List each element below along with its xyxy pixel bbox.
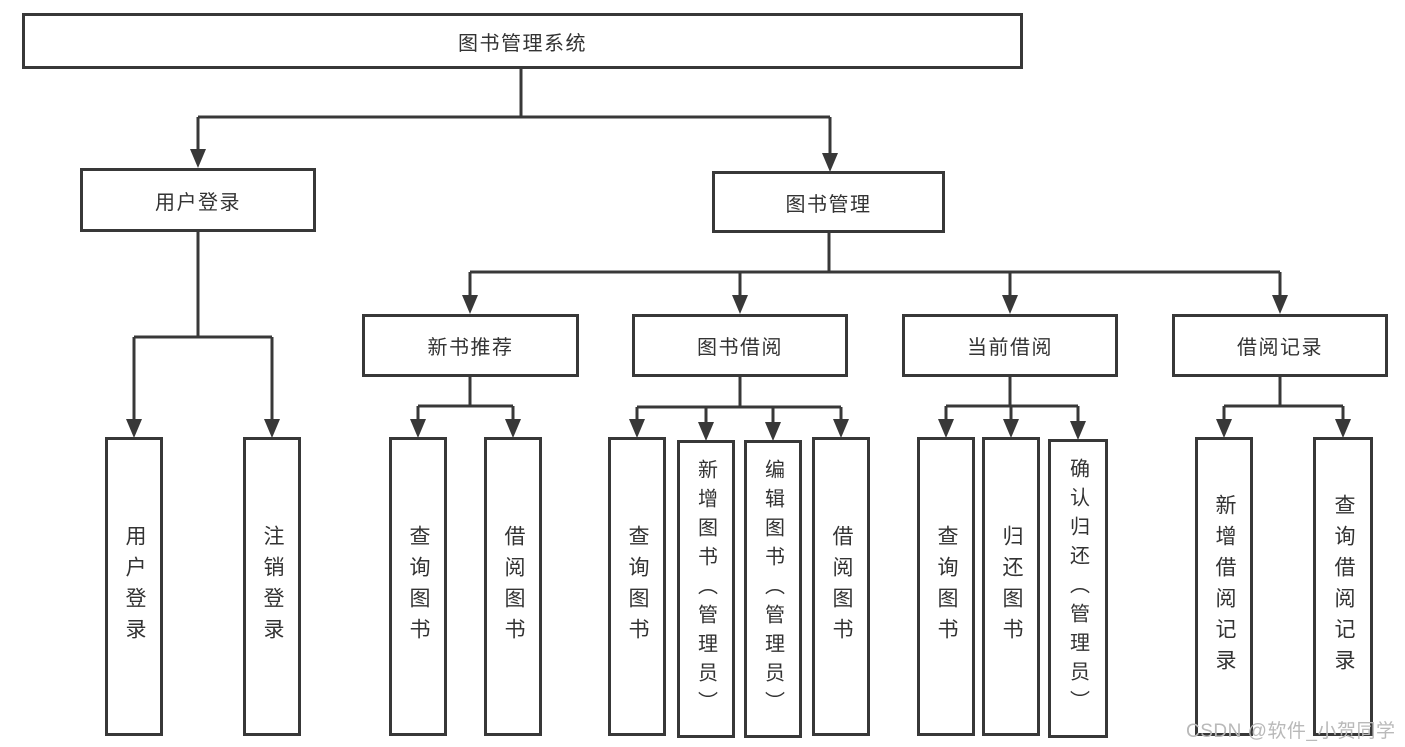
leaf-add-book-admin: 新增图书（管理员） [677,440,735,738]
node-book-borrow: 图书借阅 [632,314,848,377]
leaf-add-borrow-record: 新增借阅记录 [1195,437,1253,736]
node-new-book-recommend: 新书推荐 [362,314,579,377]
leaf-return-book: 归还图书 [982,437,1040,736]
leaf-borrow-books-borrow: 借阅图书 [812,437,870,736]
leaf-query-books-current: 查询图书 [917,437,975,736]
leaf-query-books-recommend: 查询图书 [389,437,447,736]
node-user-login: 用户登录 [80,168,316,232]
leaf-edit-book-admin: 编辑图书（管理员） [744,440,802,738]
leaf-query-books-borrow: 查询图书 [608,437,666,736]
leaf-user-login: 用户登录 [105,437,163,736]
leaf-query-borrow-record: 查询借阅记录 [1313,437,1373,736]
node-borrow-records: 借阅记录 [1172,314,1388,377]
leaf-logout: 注销登录 [243,437,301,736]
node-root: 图书管理系统 [22,13,1023,69]
node-book-management: 图书管理 [712,171,945,233]
leaf-confirm-return-admin: 确认归还（管理员） [1048,439,1108,738]
watermark-text: CSDN @软件_小贺同学 [1186,721,1396,742]
node-current-borrow: 当前借阅 [902,314,1118,377]
leaf-borrow-books-recommend: 借阅图书 [484,437,542,736]
